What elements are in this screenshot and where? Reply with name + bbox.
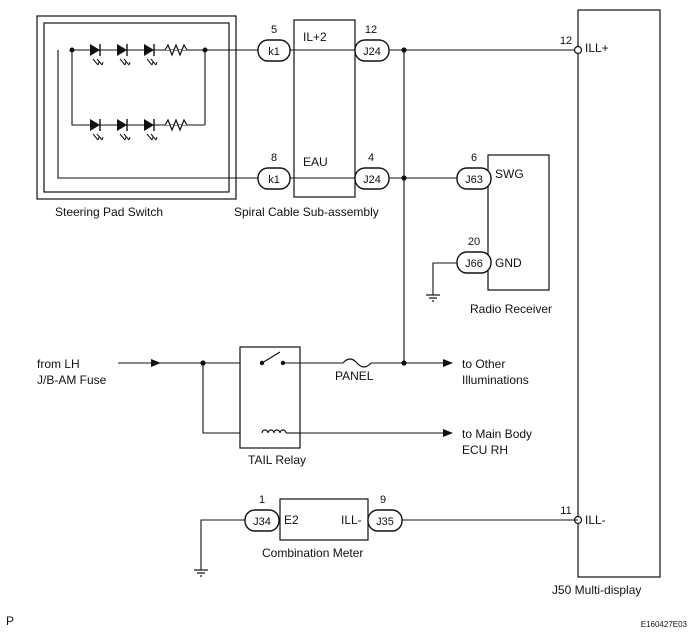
connector-k1-top: k1 5 bbox=[257, 24, 291, 62]
pin-number: 11 bbox=[560, 505, 571, 517]
tail-relay-box bbox=[239, 346, 301, 449]
resistor-icon bbox=[164, 43, 188, 57]
from-lh-label-line2: J/B-AM Fuse bbox=[37, 373, 107, 387]
to-other-label-line2: Illuminations bbox=[462, 373, 529, 387]
connector-j35: J35 9 bbox=[367, 494, 403, 532]
terminal-ill-plus: ILL+ bbox=[585, 41, 609, 55]
from-lh-label-line1: from LH bbox=[37, 357, 80, 371]
led-icon bbox=[90, 44, 104, 66]
corner-mark: P bbox=[6, 614, 14, 628]
spiral-cable-label: Spiral Cable Sub-assembly bbox=[234, 205, 379, 219]
led-icon bbox=[117, 119, 131, 141]
to-main-label-line2: ECU RH bbox=[462, 443, 508, 457]
connector-j24-top: J24 12 bbox=[354, 24, 390, 62]
figure-id: E160427E03 bbox=[641, 620, 688, 629]
tail-relay: TAIL Relay bbox=[239, 346, 343, 467]
to-other-label-line1: to Other bbox=[462, 357, 505, 371]
connector-label: J24 bbox=[363, 174, 381, 186]
pin-number: 5 bbox=[271, 24, 277, 36]
pin-number: 12 bbox=[560, 35, 572, 47]
panel-fuse-label: PANEL bbox=[335, 369, 374, 383]
connector-j66: J66 20 bbox=[456, 236, 492, 274]
terminal-eau: EAU bbox=[303, 155, 328, 169]
connector-k1-bottom: k1 8 bbox=[257, 152, 291, 190]
pin-number: 20 bbox=[468, 236, 480, 248]
combination-meter: E2 ILL- Combination Meter bbox=[262, 498, 369, 560]
multi-display: ILL+ ILL- J50 Multi-display bbox=[552, 9, 661, 597]
connector-j24-bottom: J24 4 bbox=[354, 152, 390, 190]
pin-number: 9 bbox=[380, 494, 386, 506]
led-row-top bbox=[90, 43, 188, 66]
to-main-label-line1: to Main Body bbox=[462, 427, 532, 441]
relay-coil-icon bbox=[261, 429, 287, 434]
multi-display-label: J50 Multi-display bbox=[552, 583, 641, 597]
spiral-cable-box bbox=[293, 19, 356, 198]
connector-j63: J63 6 bbox=[456, 152, 492, 190]
radio-receiver-label: Radio Receiver bbox=[470, 302, 552, 316]
terminal-ill-minus: ILL- bbox=[585, 513, 606, 527]
led-icon bbox=[117, 44, 131, 66]
terminal-meter-ill-minus: ILL- bbox=[341, 513, 362, 527]
connector-label: J24 bbox=[363, 46, 381, 58]
tail-relay-label: TAIL Relay bbox=[248, 453, 306, 467]
terminal-il2: IL+2 bbox=[303, 30, 327, 44]
radio-receiver: SWG GND Radio Receiver bbox=[470, 154, 552, 316]
connector-label: k1 bbox=[268, 46, 280, 58]
steering-pad-switch-inner-box bbox=[43, 22, 230, 193]
led-row-bottom bbox=[90, 118, 188, 141]
combination-meter-label: Combination Meter bbox=[262, 546, 363, 560]
led-icon bbox=[144, 119, 158, 141]
connector-label: J35 bbox=[376, 516, 394, 528]
steering-pad-switch-label: Steering Pad Switch bbox=[55, 205, 163, 219]
connector-label: k1 bbox=[268, 174, 280, 186]
connector-label: J66 bbox=[465, 258, 483, 270]
connector-j34: J34 1 bbox=[244, 494, 280, 532]
terminal-e2: E2 bbox=[284, 513, 299, 527]
radio-receiver-box bbox=[487, 154, 550, 291]
steering-pad-switch: Steering Pad Switch bbox=[36, 15, 260, 219]
led-icon bbox=[144, 44, 158, 66]
pin-number: 1 bbox=[259, 494, 265, 506]
pin-number: 6 bbox=[471, 152, 477, 164]
connector-label: J63 bbox=[465, 174, 483, 186]
terminal-swg: SWG bbox=[495, 167, 524, 181]
panel-fuse-icon bbox=[342, 358, 372, 368]
led-icon bbox=[90, 119, 104, 141]
connector-label: J34 bbox=[253, 516, 271, 528]
ground-icon bbox=[426, 294, 440, 302]
multi-display-box bbox=[577, 9, 661, 578]
terminal-gnd: GND bbox=[495, 256, 522, 270]
pin-number: 12 bbox=[365, 24, 377, 36]
ground-icon bbox=[194, 569, 208, 577]
resistor-icon bbox=[164, 118, 188, 132]
pin-number: 8 bbox=[271, 152, 277, 164]
pin-number: 4 bbox=[368, 152, 374, 164]
